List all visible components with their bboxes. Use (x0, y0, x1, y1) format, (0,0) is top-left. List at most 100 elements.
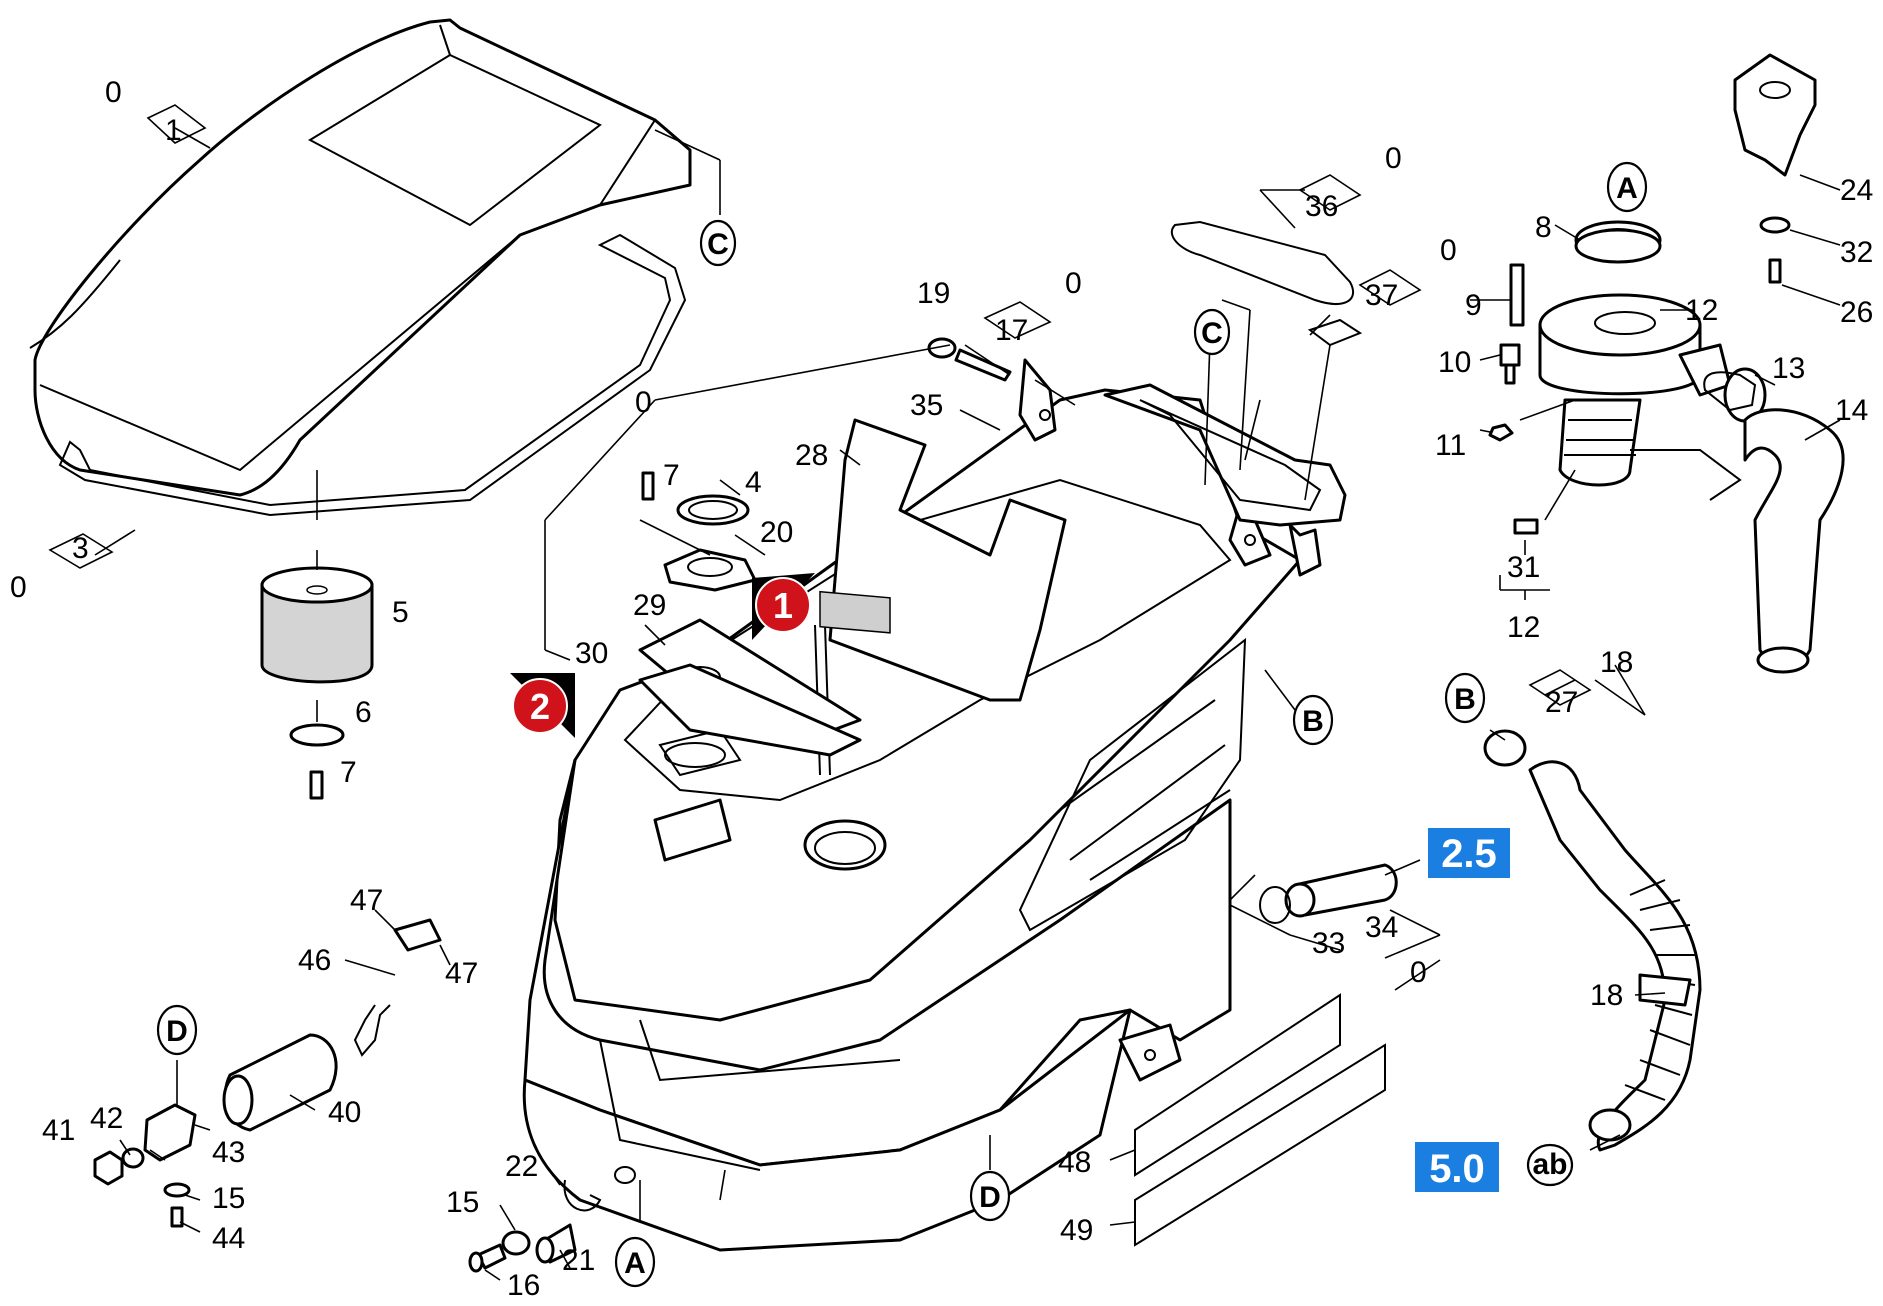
label-20: 20 (760, 516, 793, 549)
decal-49 (1134, 1043, 1386, 1247)
svg-text:C: C (1201, 317, 1223, 350)
label-30: 30 (575, 637, 608, 670)
label-41: 41 (42, 1114, 75, 1147)
label-31: 31 (1507, 551, 1540, 584)
label-0: 0 (1440, 234, 1457, 267)
label-17: 17 (995, 314, 1028, 347)
pin-17 (954, 348, 1012, 382)
brush-31 (1513, 518, 1539, 535)
label-14: 14 (1835, 394, 1868, 427)
ref-a-top: A (1606, 161, 1648, 213)
part-37 (1307, 318, 1363, 347)
washer-32 (1759, 216, 1791, 234)
svg-text:D: D (979, 1181, 1001, 1214)
svg-text:2: 2 (530, 686, 550, 727)
label-0: 0 (635, 386, 652, 419)
label-21: 21 (562, 1244, 595, 1277)
label-42: 42 (90, 1102, 123, 1135)
label-24: 24 (1840, 174, 1873, 207)
tag-frames (48, 104, 1592, 706)
label-37: 37 (1365, 279, 1398, 312)
screw-7b (641, 471, 655, 501)
label-44: 44 (212, 1222, 245, 1255)
tube-34 (1284, 863, 1398, 918)
label-29: 29 (633, 589, 666, 622)
washer-42 (121, 1147, 145, 1169)
cable-46 (353, 1004, 391, 1057)
ref-c-top: C (699, 219, 737, 267)
ref-ab: ab (1526, 1143, 1574, 1187)
ring-4 (676, 494, 750, 526)
seal-b (1483, 729, 1527, 767)
label-27: 27 (1545, 686, 1578, 719)
leader-lines (94, 127, 1841, 1281)
svg-text:D: D (166, 1015, 188, 1048)
label-34: 34 (1365, 911, 1398, 944)
label-36: 36 (1305, 190, 1338, 223)
label-1: 1 (165, 114, 182, 147)
label-15: 15 (212, 1182, 245, 1215)
label-7: 7 (340, 756, 357, 789)
nut-11 (1488, 423, 1514, 442)
blue-box-5-0: 5.0 (1415, 1142, 1499, 1192)
label-plate (819, 590, 891, 634)
svg-text:2.5: 2.5 (1441, 832, 1497, 876)
label-47: 47 (350, 884, 383, 917)
ref-c-mid: C (1193, 308, 1231, 356)
svg-text:B: B (1302, 705, 1324, 738)
flange-20 (663, 548, 757, 592)
label-12: 12 (1685, 294, 1718, 327)
label-7: 7 (663, 459, 680, 492)
label-40: 40 (328, 1096, 361, 1129)
label-9: 9 (1465, 289, 1482, 322)
filter-cartridge (260, 566, 374, 684)
red-badge-2: 2 (510, 673, 575, 738)
svg-text:A: A (1616, 172, 1638, 205)
label-0: 0 (1410, 956, 1427, 989)
stud-9 (1509, 263, 1525, 327)
label-0: 0 (1065, 267, 1082, 300)
svg-text:C: C (707, 228, 729, 261)
lid-gasket (58, 233, 687, 517)
oring-33 (1259, 886, 1291, 924)
washer-15a (163, 1182, 191, 1198)
suction-hose-18 (1528, 760, 1702, 1152)
spacer-21 (535, 1223, 577, 1264)
blue-box-2-5: 2.5 (1428, 828, 1510, 878)
label-35: 35 (910, 389, 943, 422)
seal-8 (1574, 228, 1662, 264)
label-19: 19 (917, 277, 950, 310)
label-6: 6 (355, 696, 372, 729)
svg-text:B: B (1454, 683, 1476, 716)
red-badge-1: 1 (752, 573, 815, 640)
nut-41 (93, 1150, 124, 1186)
label-46: 46 (298, 944, 331, 977)
label-33: 33 (1312, 927, 1345, 960)
damper-10 (1499, 343, 1521, 385)
bracket-43 (143, 1103, 197, 1162)
label-0: 0 (105, 76, 122, 109)
ref-d-bottom: D (969, 1170, 1011, 1222)
washer-15b (501, 1230, 531, 1256)
plate-30 (638, 663, 862, 757)
label-32: 32 (1840, 236, 1873, 269)
gasket-36 (1170, 220, 1355, 305)
decal-48 (1134, 993, 1341, 1177)
label-18: 18 (1600, 646, 1633, 679)
clip-22 (563, 1179, 602, 1212)
label-16: 16 (507, 1269, 540, 1302)
label-4: 4 (745, 466, 762, 499)
screw-7a (309, 770, 324, 800)
label-10: 10 (1438, 346, 1471, 379)
label-8: 8 (1535, 211, 1552, 244)
part-number-labels: 0 1 0 3 5 6 7 36 0 19 17 0 35 0 28 7 4 2… (10, 76, 1873, 1302)
connector-47 (393, 918, 442, 952)
label-48: 48 (1058, 1146, 1091, 1179)
hose-14 (1743, 408, 1845, 667)
label-12: 12 (1507, 611, 1540, 644)
label-26: 26 (1840, 296, 1873, 329)
reference-markers: C C A B B D A D ab (156, 161, 1648, 1288)
label-3: 3 (72, 532, 89, 565)
svg-text:A: A (624, 1247, 646, 1280)
